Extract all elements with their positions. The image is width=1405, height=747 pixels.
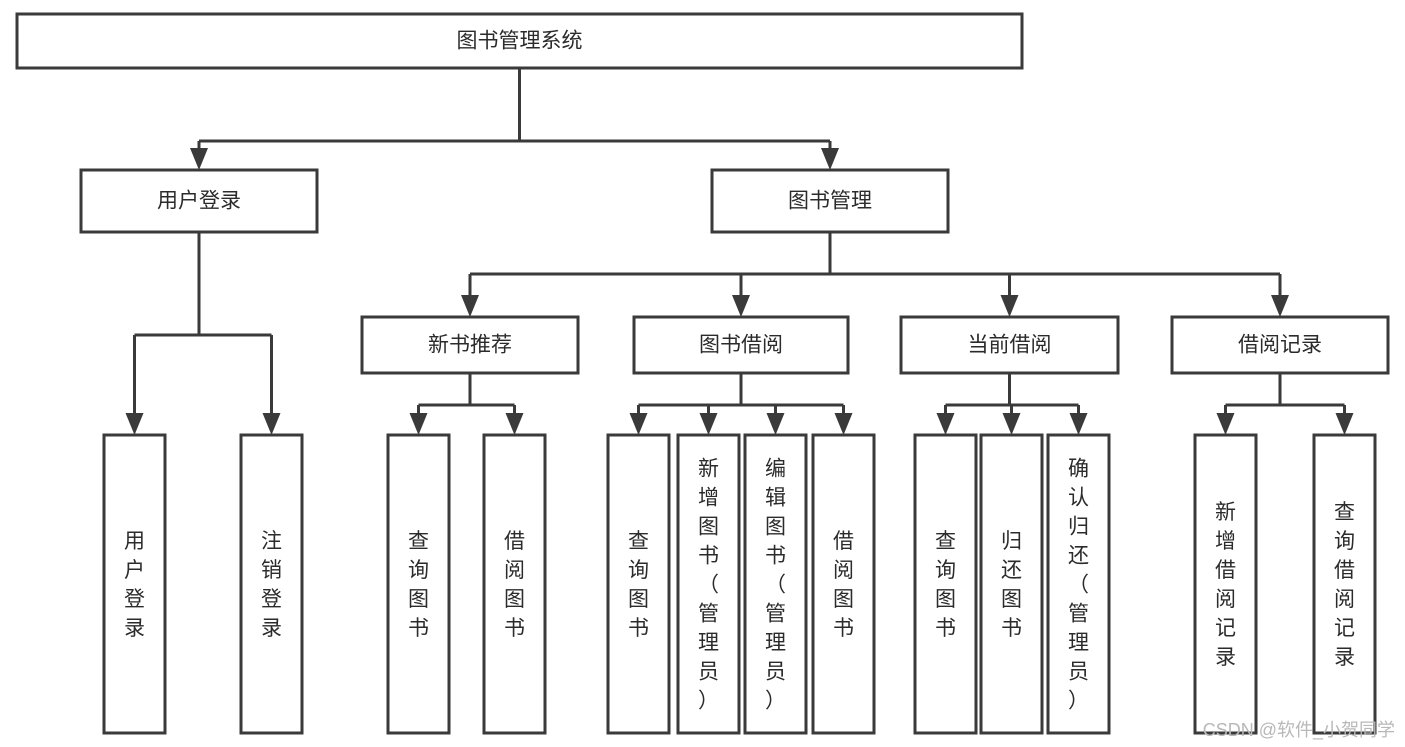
arrow-head-icon bbox=[190, 148, 208, 170]
node-leaf-user-login-label: 用户登录 bbox=[124, 530, 145, 640]
arrow-head-icon bbox=[732, 295, 750, 317]
arrow-head-icon bbox=[262, 413, 281, 435]
node-new-book-recommend-box bbox=[360, 315, 580, 375]
node-leaf-return-book-label: 归还图书 bbox=[1001, 530, 1022, 640]
node-book-borrow-box bbox=[632, 315, 850, 375]
node-leaf-borrow-book-1-label: 借阅图书 bbox=[504, 530, 525, 640]
node-leaf-query-book-2-label: 查询图书 bbox=[628, 530, 649, 640]
arrow-head-icon bbox=[1069, 413, 1088, 435]
node-leaf-query-borrow-record[interactable]: 查询借阅记录 bbox=[1312, 433, 1377, 735]
arrow-head-icon bbox=[1271, 295, 1289, 317]
arrow-head-icon bbox=[505, 413, 524, 435]
node-book-management[interactable]: 图书管理 bbox=[710, 168, 950, 234]
node-leaf-query-book-1-label: 查询图书 bbox=[408, 530, 429, 640]
arrow-head-icon bbox=[1000, 295, 1019, 317]
node-borrow-record-box bbox=[1170, 315, 1390, 375]
node-current-borrow[interactable]: 当前借阅 bbox=[899, 315, 1120, 375]
node-leaf-borrow-book-2[interactable]: 借阅图书 bbox=[811, 433, 876, 735]
node-leaf-add-borrow-record-label: 新增借阅记录 bbox=[1215, 501, 1236, 669]
node-leaf-user-login-box bbox=[102, 433, 167, 735]
arrow-head-icon bbox=[766, 413, 785, 435]
root-node-book-management-system[interactable]: 图书管理系统 bbox=[15, 12, 1024, 70]
arrow-head-icon bbox=[699, 413, 718, 435]
arrow-head-icon bbox=[834, 413, 853, 435]
arrow-head-icon bbox=[936, 413, 955, 435]
arrow-head-icon bbox=[1335, 413, 1354, 435]
arrow-head-icon bbox=[1002, 413, 1021, 435]
node-leaf-edit-book-label: 编辑图书（管理员） bbox=[765, 458, 786, 713]
node-current-borrow-label: 当前借阅 bbox=[968, 334, 1052, 357]
node-leaf-query-book-1[interactable]: 查询图书 bbox=[386, 433, 451, 735]
node-leaf-add-borrow-record[interactable]: 新增借阅记录 bbox=[1193, 433, 1258, 735]
node-leaf-edit-book[interactable]: 编辑图书（管理员） bbox=[743, 433, 808, 735]
csdn-watermark: CSDN @软件_小贺同学 bbox=[1202, 720, 1395, 740]
node-book-borrow[interactable]: 图书借阅 bbox=[632, 315, 850, 375]
node-leaf-query-borrow-record-label: 查询借阅记录 bbox=[1334, 501, 1355, 669]
node-borrow-record[interactable]: 借阅记录 bbox=[1170, 315, 1390, 375]
root-node-book-management-system-label: 图书管理系统 bbox=[457, 30, 583, 53]
arrow-head-icon bbox=[821, 148, 839, 170]
node-leaf-add-book-box bbox=[676, 433, 741, 735]
node-leaf-add-book[interactable]: 新增图书（管理员） bbox=[676, 433, 741, 735]
node-current-borrow-box bbox=[899, 315, 1120, 375]
node-leaf-query-book-3-label: 查询图书 bbox=[935, 530, 956, 640]
arrow-head-icon bbox=[1216, 413, 1235, 435]
node-book-borrow-label: 图书借阅 bbox=[699, 334, 783, 357]
node-leaf-edit-book-box bbox=[743, 433, 808, 735]
arrow-head-icon bbox=[629, 413, 648, 435]
arrow-head-icon bbox=[125, 413, 144, 435]
arrow-head-icon bbox=[461, 295, 479, 317]
node-leaf-add-borrow-record-box bbox=[1193, 433, 1258, 735]
node-leaf-borrow-book-1[interactable]: 借阅图书 bbox=[482, 433, 547, 735]
arrow-head-icon bbox=[409, 413, 428, 435]
node-leaf-return-book-box bbox=[979, 433, 1044, 735]
node-leaf-logout-login-box bbox=[239, 433, 304, 735]
node-leaf-borrow-book-2-box bbox=[811, 433, 876, 735]
node-leaf-query-borrow-record-box bbox=[1312, 433, 1377, 735]
node-leaf-borrow-book-1-box bbox=[482, 433, 547, 735]
node-leaf-query-book-3-box bbox=[913, 433, 978, 735]
node-leaf-user-login[interactable]: 用户登录 bbox=[102, 433, 167, 735]
node-leaf-confirm-return[interactable]: 确认归还（管理员） bbox=[1046, 433, 1111, 735]
node-leaf-query-book-3[interactable]: 查询图书 bbox=[913, 433, 978, 735]
root-node-book-management-system-box bbox=[15, 12, 1024, 70]
node-new-book-recommend-label: 新书推荐 bbox=[428, 334, 512, 357]
node-book-management-box bbox=[710, 168, 950, 234]
node-new-book-recommend[interactable]: 新书推荐 bbox=[360, 315, 580, 375]
node-leaf-query-book-2-box bbox=[606, 433, 671, 735]
node-borrow-record-label: 借阅记录 bbox=[1238, 334, 1322, 357]
node-leaf-confirm-return-label: 确认归还（管理员） bbox=[1068, 458, 1089, 713]
node-leaf-return-book[interactable]: 归还图书 bbox=[979, 433, 1044, 735]
node-leaf-query-book-1-box bbox=[386, 433, 451, 735]
node-leaf-add-book-label: 新增图书（管理员） bbox=[698, 458, 719, 713]
node-leaf-borrow-book-2-label: 借阅图书 bbox=[833, 530, 854, 640]
node-book-management-label: 图书管理 bbox=[788, 190, 872, 213]
node-leaf-logout-login-label: 注销登录 bbox=[261, 530, 282, 640]
node-user-login-label: 用户登录 bbox=[157, 190, 241, 213]
node-user-login[interactable]: 用户登录 bbox=[79, 168, 319, 234]
node-leaf-confirm-return-box bbox=[1046, 433, 1111, 735]
node-leaf-logout-login[interactable]: 注销登录 bbox=[239, 433, 304, 735]
node-leaf-query-book-2[interactable]: 查询图书 bbox=[606, 433, 671, 735]
